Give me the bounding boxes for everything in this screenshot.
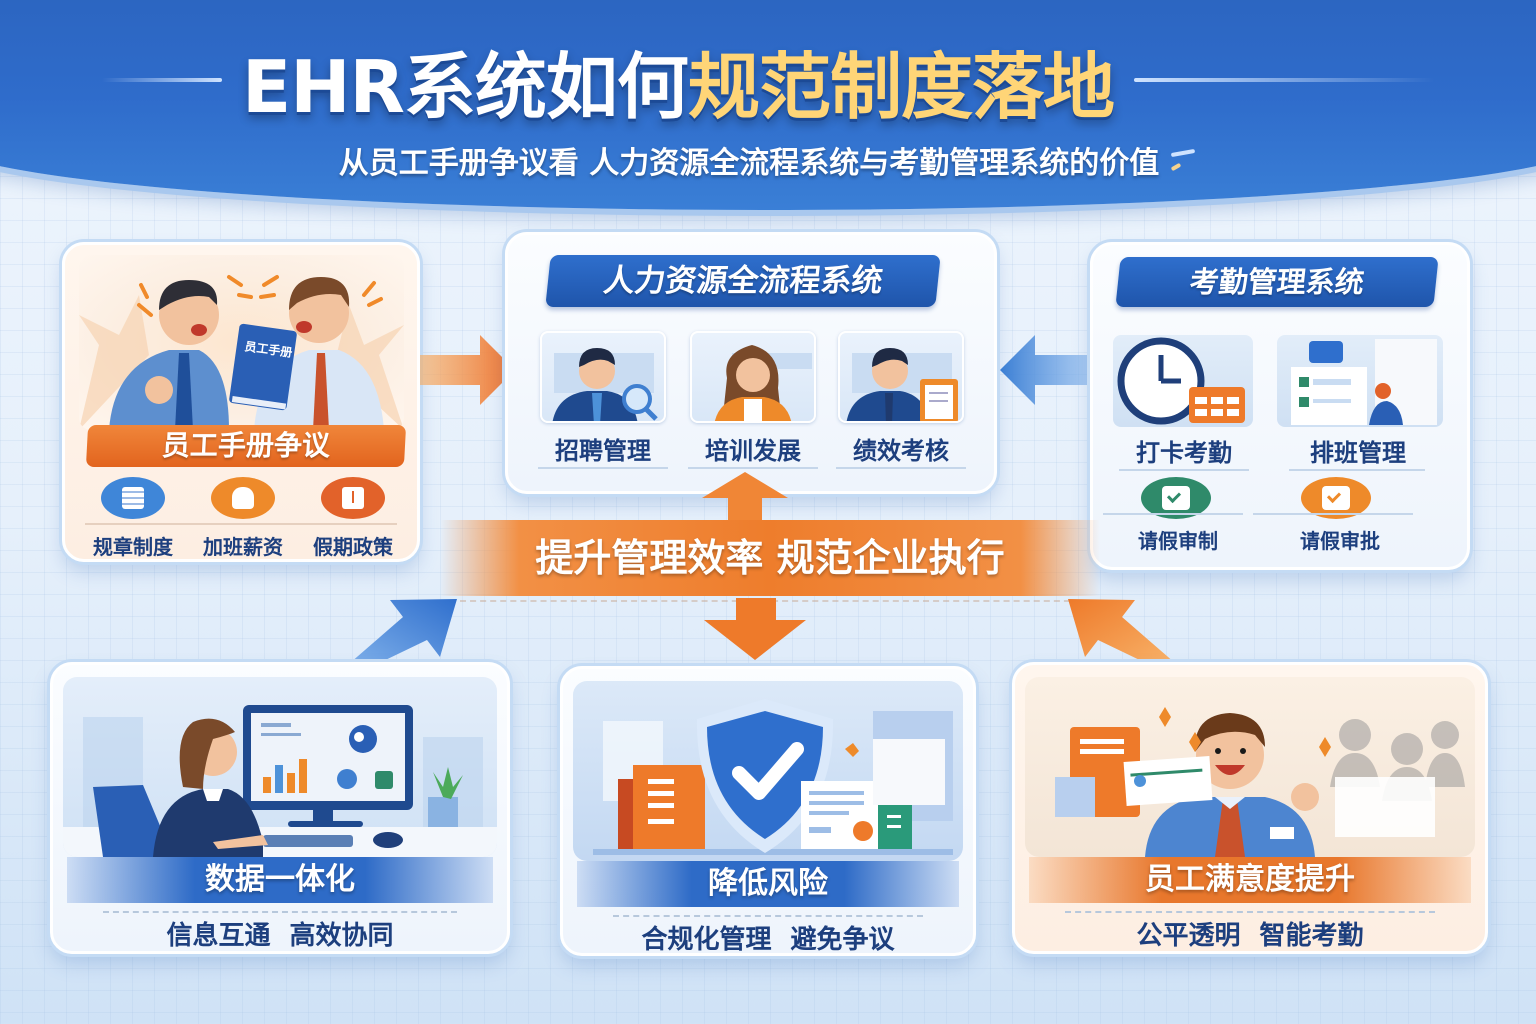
document-icon (101, 477, 165, 519)
module-recruitment[interactable] (540, 331, 666, 423)
arguing-employees-icon: 员工手册 (79, 275, 404, 430)
clock-icon (1117, 337, 1245, 425)
hr-system-title: 人力资源全流程系统 (545, 255, 941, 307)
salary-coins-icon (211, 477, 275, 519)
hr-system-card: 人力资源全流程系统 招聘管理 培训发展 (505, 232, 997, 494)
title-highlight: 规范制度落地 (687, 44, 1115, 129)
shield-illustration (573, 681, 963, 861)
divider (836, 467, 966, 469)
computer-dashboard-illustration (63, 677, 497, 857)
title-line-left (102, 78, 223, 82)
clipboard-icon (846, 348, 958, 421)
data-integration-subtitle: 信息互通 高效协同 (166, 921, 394, 951)
module-label: 培训发展 (705, 437, 801, 465)
divider (613, 915, 923, 917)
module-label: 排班管理 (1310, 439, 1406, 467)
leave-review-label[interactable]: 请假审制 (1138, 529, 1218, 553)
divider (1065, 911, 1435, 913)
title-main: EHR系统如何 (242, 44, 689, 129)
divider (1103, 513, 1243, 515)
center-goal-text: 提升管理效率 规范企业执行 (535, 536, 1005, 580)
leave-approval-label[interactable]: 请假审批 (1300, 529, 1380, 553)
trainer-icon (714, 345, 812, 421)
topic-overtime-pay[interactable]: 加班薪资 (193, 477, 293, 560)
risk-reduction-title: 降低风险 (577, 861, 959, 907)
risk-reduction-card: 降低风险 合规化管理 避免争议 (560, 666, 976, 956)
center-goal-band: 提升管理效率 规范企业执行 (440, 520, 1100, 596)
attendance-system-card: 考勤管理系统 打卡考勤 排班管理 请假审制 (1090, 242, 1470, 570)
module-training[interactable] (690, 331, 816, 423)
subtitle-text: 从员工手册争议看 人力资源全流程系统与考勤管理系统的价值 (338, 146, 1160, 181)
happy-employee-icon (1055, 707, 1465, 857)
topic-label: 假期政策 (313, 535, 393, 559)
arrow-up-icon (702, 472, 788, 530)
calendar-icon (321, 477, 385, 519)
shield-check-icon (593, 699, 953, 855)
schedule-icon (1291, 339, 1437, 425)
module-label: 招聘管理 (555, 437, 651, 465)
header-banner (0, 0, 1536, 210)
data-integration-title: 数据一体化 (67, 857, 493, 903)
module-label: 绩效考核 (853, 437, 949, 465)
page-title: EHR系统如何规范制度落地 (242, 28, 1115, 133)
arrow-up-left-icon (1068, 599, 1175, 665)
employee-satisfaction-card: 员工满意度提升 公平透明 智能考勤 (1012, 662, 1488, 954)
magnifier-icon (552, 348, 658, 421)
arrow-up-right-icon (350, 599, 457, 665)
divider (688, 467, 818, 469)
title-row: EHR系统如何规范制度落地 (0, 30, 1536, 130)
arrow-left-icon (1000, 335, 1090, 405)
employee-satisfaction-subtitle: 公平透明 智能考勤 (1136, 921, 1364, 951)
attendance-system-title: 考勤管理系统 (1115, 257, 1439, 307)
topic-label: 规章制度 (93, 535, 173, 559)
topic-rules[interactable]: 规章制度 (83, 477, 183, 560)
divider (1289, 469, 1425, 471)
arrow-right-icon (420, 335, 515, 405)
module-performance[interactable] (838, 331, 964, 423)
title-line-right (1133, 78, 1434, 82)
arrow-down-icon (704, 598, 806, 660)
divider (1119, 469, 1249, 471)
handbook-dispute-ribbon: 员工手册争议 (85, 425, 407, 467)
data-integration-card: 数据一体化 信息互通 高效协同 (50, 662, 510, 954)
arguing-employees-illustration: 员工手册 (79, 255, 404, 430)
handbook-dispute-card: 员工手册 员工手册争议 规章制度 加班薪资 (62, 242, 420, 562)
svg-text:员工手册: 员工手册 (244, 338, 294, 360)
topic-label: 加班薪资 (203, 535, 283, 559)
risk-reduction-subtitle: 合规化管理 避免争议 (641, 925, 895, 955)
employee-satisfaction-title: 员工满意度提升 (1029, 857, 1471, 903)
check-icon (1141, 477, 1211, 519)
divider (85, 523, 397, 525)
divider (1253, 513, 1413, 515)
module-clock-in[interactable] (1113, 335, 1253, 427)
computer-dashboard-icon (63, 705, 497, 857)
happy-employee-illustration (1025, 677, 1475, 857)
module-scheduling[interactable] (1277, 335, 1443, 427)
handbook-topics: 规章制度 加班薪资 假期政策 (83, 477, 403, 560)
divider (538, 467, 668, 469)
sparkle-icon (1167, 155, 1197, 175)
page-subtitle: 从员工手册争议看 人力资源全流程系统与考勤管理系统的价值 (0, 138, 1536, 182)
divider (103, 911, 457, 913)
topic-leave-policy[interactable]: 假期政策 (303, 477, 403, 560)
approval-icon (1301, 477, 1371, 519)
module-label: 打卡考勤 (1136, 439, 1232, 467)
